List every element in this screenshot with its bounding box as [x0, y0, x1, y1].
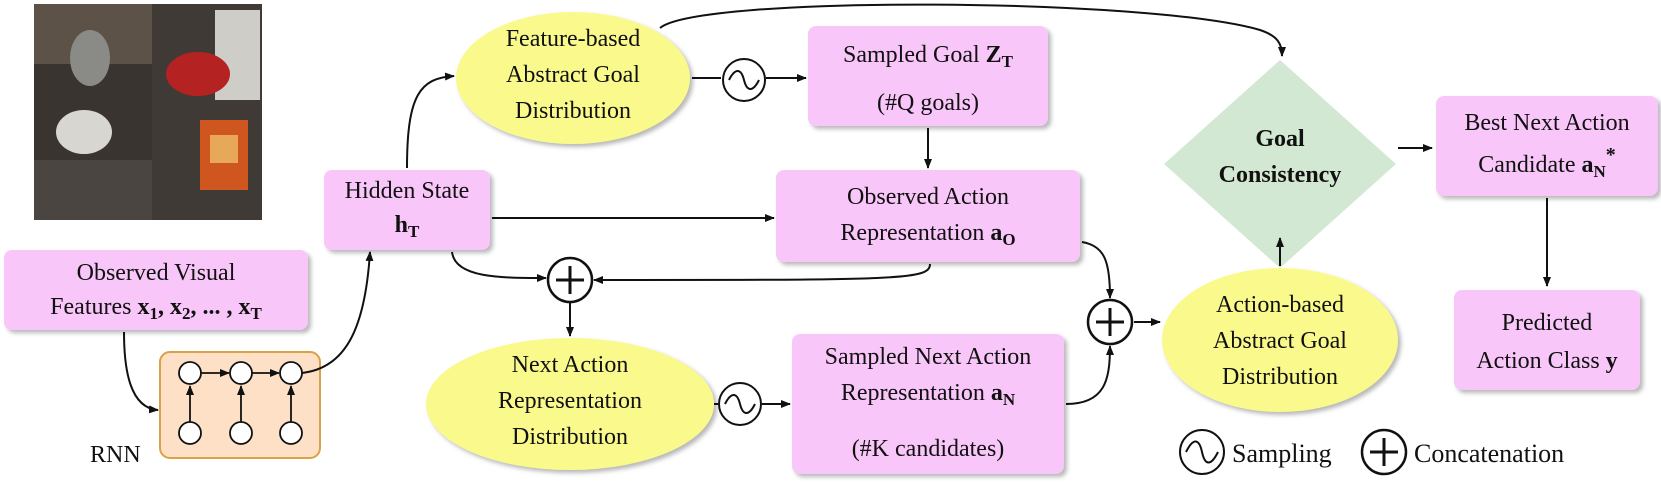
best-next-action-prefix: Candidate: [1478, 152, 1581, 178]
rnn-hidden-2: [229, 361, 253, 385]
observed-action-line2: Representation aO: [840, 220, 1015, 249]
edge-rnn-to-hidden: [301, 251, 374, 374]
an-subscript: N: [1003, 390, 1016, 409]
rnn-input-1: [178, 421, 202, 445]
best-next-action-line2: Candidate aN*: [1478, 144, 1616, 181]
concatenation-symbol-right: [1086, 298, 1134, 346]
sampled-next-action-line2: Representation aN: [841, 380, 1016, 409]
rnn-label: RNN: [90, 442, 141, 468]
rnn-node: [159, 351, 321, 459]
sampled-next-action-node: Sampled Next Action Representation aN (#…: [792, 334, 1064, 474]
h-subscript: T: [408, 222, 420, 241]
edge-hidden-to-feature-goal: [406, 72, 455, 169]
x2-symbol: x: [170, 294, 182, 320]
rnn-hidden-3: [279, 361, 303, 385]
feature-goal-distribution-node: Feature-based Abstract Goal Distribution: [456, 12, 690, 144]
sampled-next-action-line1: Sampled Next Action: [825, 344, 1032, 370]
action-goal-line1: Action-based: [1216, 292, 1344, 318]
legend-concatenation-label: Concatenation: [1414, 439, 1564, 468]
sampled-next-action-line3: (#K candidates): [852, 436, 1005, 462]
action-goal-line2: Abstract Goal: [1213, 328, 1347, 354]
action-goal-distribution-node: Action-based Abstract Goal Distribution: [1162, 268, 1398, 412]
goal-consistency-node: Goal Consistency: [1164, 60, 1396, 268]
goal-consistency-line1: Goal: [1255, 126, 1305, 152]
best-next-action-line1: Best Next Action: [1464, 110, 1629, 136]
next-action-distribution-node: Next Action Representation Distribution: [426, 338, 714, 470]
ellipsis: , ... ,: [190, 294, 238, 320]
edge-hidden-to-concat: [451, 251, 547, 282]
y-symbol: y: [1606, 348, 1618, 374]
z-subscript: T: [1002, 52, 1014, 71]
observed-features-line2: Features x1, x2, ... , xT: [50, 294, 262, 323]
an-star-superscript: *: [1606, 144, 1616, 166]
frame1-mug: [56, 110, 112, 154]
predicted-class-line1: Predicted: [1502, 310, 1593, 336]
concatenation-symbol-middle: [546, 256, 594, 304]
observed-action-node: Observed Action Representation aO: [776, 170, 1080, 262]
frame1-edge: [34, 160, 152, 220]
best-next-action-node: Best Next Action Candidate aN*: [1436, 96, 1658, 196]
h-symbol: h: [395, 212, 408, 238]
feature-goal-line3: Distribution: [515, 98, 631, 124]
observed-action-prefix: Representation: [840, 220, 990, 246]
observed-visual-features-node: Observed Visual Features x1, x2, ... , x…: [4, 250, 308, 330]
predicted-class-prefix: Action Class: [1476, 348, 1605, 374]
x1-subscript: 1: [149, 304, 158, 323]
next-action-dist-line2: Representation: [498, 388, 642, 414]
sampled-goal-line2: (#Q goals): [877, 90, 979, 116]
edge-feature-goal-to-consistency: [659, 3, 1286, 57]
legend: Sampling Concatenation: [1179, 428, 1564, 476]
rnn-input-3: [279, 421, 303, 445]
connectors: [123, 3, 1551, 414]
action-goal-line3: Distribution: [1222, 364, 1338, 390]
observed-features-prefix: Features: [50, 294, 137, 320]
ao-subscript: O: [1002, 230, 1015, 249]
video-frames: [34, 4, 262, 220]
observed-action-line1: Observed Action: [847, 184, 1009, 210]
feature-goal-line1: Feature-based: [506, 26, 641, 52]
edge-observed-action-to-concat-right: [1081, 241, 1114, 299]
rnn-hidden-1: [178, 361, 202, 385]
edge-sampled-next-to-concat-right: [1065, 345, 1114, 405]
edge-observed-action-to-concat: [593, 263, 931, 284]
next-action-dist-line3: Distribution: [512, 424, 628, 450]
edge-features-to-rnn: [123, 331, 159, 414]
sampled-goal-line1: Sampled Goal ZT: [843, 42, 1014, 71]
an-symbol: a: [991, 380, 1003, 406]
observed-features-line1: Observed Visual: [77, 260, 236, 286]
x1-symbol: x: [137, 294, 149, 320]
an-star-subscript: N: [1594, 162, 1607, 181]
rnn-input-2: [229, 421, 253, 445]
rnn-edges: [186, 369, 295, 422]
hidden-state-symbol: hT: [395, 212, 420, 241]
hidden-state-node: Hidden State hT: [324, 170, 490, 250]
frame2-bag-highlight: [210, 135, 238, 163]
ao-symbol: a: [990, 220, 1002, 246]
sampled-goal-node: Sampled Goal ZT (#Q goals): [808, 26, 1048, 126]
sampling-symbol-top: [722, 58, 766, 102]
sampled-goal-prefix: Sampled Goal: [843, 42, 986, 68]
hidden-state-line1: Hidden State: [345, 178, 470, 204]
sampled-next-action-prefix: Representation: [841, 380, 991, 406]
frame2-red-object: [166, 52, 230, 96]
predicted-action-class-node: Predicted Action Class y: [1454, 290, 1640, 390]
rnn-cells: [178, 361, 303, 445]
x2-subscript: 2: [182, 304, 191, 323]
z-symbol: Z: [986, 42, 1002, 68]
next-action-dist-line1: Next Action: [512, 352, 629, 378]
xt-symbol: x: [238, 294, 250, 320]
an-star-symbol: a: [1582, 152, 1594, 178]
sampling-symbol-bottom: [718, 382, 762, 426]
goal-consistency-line2: Consistency: [1219, 162, 1342, 188]
xt-subscript: T: [250, 304, 262, 323]
feature-goal-line2: Abstract Goal: [506, 62, 640, 88]
frame1-glass: [70, 30, 110, 86]
separator: ,: [158, 294, 170, 320]
predicted-class-line2: Action Class y: [1476, 348, 1617, 374]
legend-sampling-label: Sampling: [1232, 439, 1332, 468]
